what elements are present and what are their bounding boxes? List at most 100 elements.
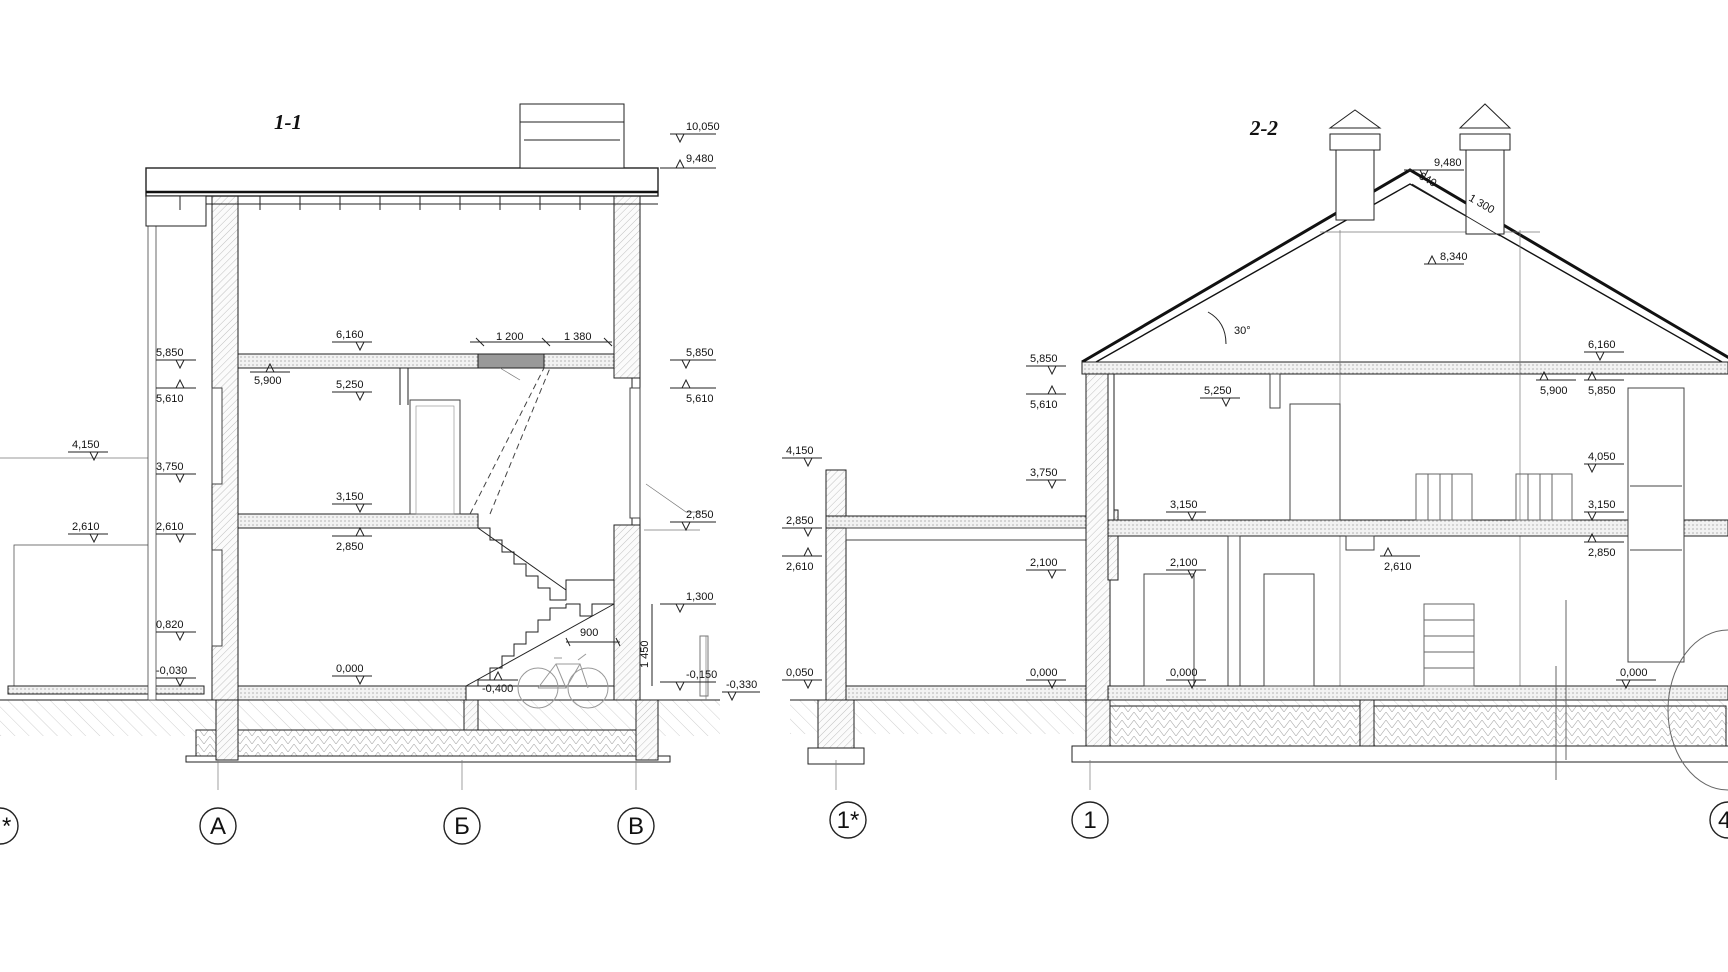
bicycle-icon [517, 653, 609, 709]
axis-bubble-b: Б [443, 807, 481, 845]
svg-text:1 200: 1 200 [496, 331, 524, 343]
svg-text:0,000: 0,000 [1620, 667, 1648, 679]
doors-2-2 [1143, 387, 1685, 687]
svg-text:5,900: 5,900 [254, 375, 282, 387]
svg-text:Б: Б [454, 813, 470, 840]
svg-text:2,850: 2,850 [786, 515, 814, 527]
svg-text:3,150: 3,150 [1170, 499, 1198, 511]
interior-details [1415, 473, 1728, 791]
svg-text:5,610: 5,610 [156, 393, 184, 405]
svg-text:0,820: 0,820 [156, 619, 184, 631]
svg-text:1 380: 1 380 [564, 331, 592, 343]
svg-text:5,610: 5,610 [686, 393, 714, 405]
foundation-footing [185, 755, 671, 763]
elevation-marks-right-2-2: 9,480 640 1 300 6,160 5,900 5,850 4,050 … [1404, 157, 1656, 690]
elevation-marks-left-1-1: 5,850 5,610 3,750 2,610 0,820 -0,030 4,1… [68, 347, 196, 688]
annex-wall [825, 469, 847, 701]
axis-bubble-4-partial: 4 [1709, 801, 1728, 839]
svg-text:2,610: 2,610 [786, 561, 814, 573]
attic-slab [1081, 361, 1728, 375]
svg-text:0,000: 0,000 [1030, 667, 1058, 679]
svg-text:8,340: 8,340 [1440, 251, 1468, 263]
slab-ground [237, 685, 467, 701]
annex-outline [13, 544, 151, 688]
svg-text:5,250: 5,250 [1204, 385, 1232, 397]
svg-text:4,050: 4,050 [1588, 451, 1616, 463]
slab-level-1 [237, 513, 479, 529]
svg-text:2,610: 2,610 [156, 521, 184, 533]
svg-text:-0,330: -0,330 [726, 679, 757, 691]
svg-text:1,300: 1,300 [686, 591, 714, 603]
svg-text:A: A [210, 813, 226, 840]
dimensions-1-1: 1 200 1 380 900 1 450 [470, 331, 653, 686]
svg-text:900: 900 [580, 627, 598, 639]
foundation-slab [195, 729, 659, 759]
wall-axis-1 [1085, 373, 1111, 701]
svg-text:0,000: 0,000 [1170, 667, 1198, 679]
section-2-2: 2-2 [782, 103, 1728, 839]
svg-text:5,250: 5,250 [336, 379, 364, 391]
svg-text:5,850: 5,850 [686, 347, 714, 359]
annex-deck [7, 685, 205, 695]
svg-text:640: 640 [1417, 170, 1439, 190]
roof-purlins [179, 196, 581, 210]
wall-axis-v-upper [613, 195, 641, 379]
foundation-wall-v [635, 699, 659, 761]
svg-text:1*: 1* [837, 807, 860, 834]
svg-text:-0,400: -0,400 [482, 683, 513, 695]
svg-text:*: * [2, 813, 11, 840]
svg-text:3,150: 3,150 [336, 491, 364, 503]
axis-bubble-a: A [199, 807, 237, 845]
slab-ground [1107, 685, 1728, 701]
svg-text:2,100: 2,100 [1170, 557, 1198, 569]
svg-text:4,150: 4,150 [786, 445, 814, 457]
svg-text:-0,150: -0,150 [686, 669, 717, 681]
wall-axis-v-lower [613, 524, 641, 701]
svg-text:6,160: 6,160 [1588, 339, 1616, 351]
svg-text:6,160: 6,160 [336, 329, 364, 341]
elevation-marks-right-1-1: 10,050 9,480 5,850 5,610 2,850 1,300 -0,… [660, 121, 760, 702]
windows-1-1 [211, 387, 641, 647]
svg-text:1: 1 [1083, 807, 1096, 834]
section-title: 2-2 [1249, 116, 1278, 140]
axis-bubble-1: 1 [1071, 801, 1109, 839]
svg-text:10,050: 10,050 [686, 121, 720, 133]
svg-text:30°: 30° [1234, 325, 1251, 337]
elevation-marks-inner-1-1: 6,160 5,900 5,250 3,150 2,850 0,000 -0,4… [250, 329, 518, 695]
svg-text:5,850: 5,850 [1030, 353, 1058, 365]
svg-text:0,050: 0,050 [786, 667, 814, 679]
foundation-wall-b [463, 699, 479, 731]
axis-bubble-v: В [617, 807, 655, 845]
svg-text:2,100: 2,100 [1030, 557, 1058, 569]
door-upper [409, 399, 461, 515]
svg-text:-0,030: -0,030 [156, 665, 187, 677]
svg-text:4: 4 [1718, 807, 1728, 834]
chimney [519, 103, 625, 169]
section-1-1: 1-1 [0, 103, 760, 845]
axis-bubble-partial: * [0, 807, 19, 845]
svg-text:5,850: 5,850 [1588, 385, 1616, 397]
svg-text:В: В [628, 813, 644, 840]
svg-text:2,850: 2,850 [336, 541, 364, 553]
svg-text:2,850: 2,850 [1588, 547, 1616, 559]
svg-text:0,000: 0,000 [336, 663, 364, 675]
chimneys [1328, 103, 1512, 235]
svg-text:9,480: 9,480 [1434, 157, 1462, 169]
svg-text:5,850: 5,850 [156, 347, 184, 359]
svg-text:5,900: 5,900 [1540, 385, 1568, 397]
svg-text:3,150: 3,150 [1588, 499, 1616, 511]
svg-text:3,750: 3,750 [1030, 467, 1058, 479]
annex-roof [825, 515, 1097, 529]
axis-bubble-1star: 1* [829, 801, 867, 839]
svg-text:9,480: 9,480 [686, 153, 714, 165]
svg-text:2,610: 2,610 [1384, 561, 1412, 573]
slab-level-2 [237, 353, 615, 369]
svg-text:4,150: 4,150 [72, 439, 100, 451]
elevation-marks-inner-2-2: 5,250 3,150 2,100 0,000 2,610 8,340 30° [1166, 251, 1468, 690]
svg-text:3,750: 3,750 [156, 461, 184, 473]
svg-text:1 450: 1 450 [639, 640, 651, 668]
foundation-slab [1085, 705, 1727, 747]
svg-text:5,610: 5,610 [1030, 399, 1058, 411]
section-title: 1-1 [274, 110, 302, 134]
